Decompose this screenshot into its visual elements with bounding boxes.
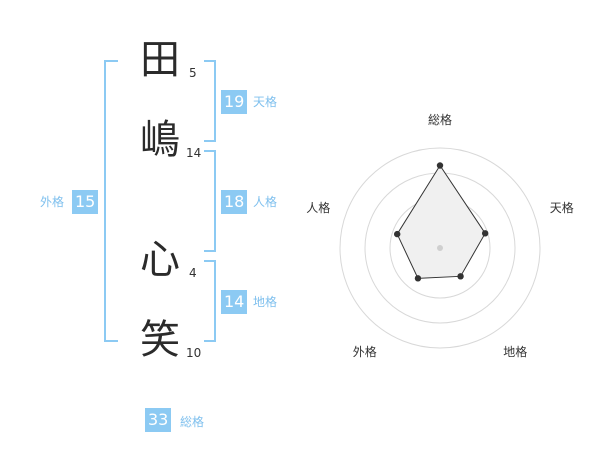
name-char-3: 心 — [140, 237, 180, 283]
radar-axis-label-soukaku: 総格 — [427, 113, 452, 127]
stroke-count-1: 5 — [189, 66, 197, 80]
tenkaku-label: 天格 — [253, 95, 278, 109]
stroke-count-3: 4 — [189, 266, 197, 280]
radar-axis-label-chikaku: 地格 — [503, 344, 528, 359]
chikaku-score: 14 — [221, 290, 248, 314]
jinkaku-score: 18 — [221, 190, 248, 214]
radar-polygon — [396, 164, 486, 279]
soukaku-score: 33 — [145, 408, 172, 432]
radar-axis-label-jinkaku: 人格 — [306, 201, 331, 216]
gaikaku-score: 15 — [72, 190, 99, 214]
radar-axis-label-tenkaku: 天格 — [549, 201, 574, 216]
jinkaku-bracket — [204, 150, 216, 252]
soukaku-label: 総格 — [180, 415, 205, 429]
stroke-count-4: 10 — [186, 346, 202, 360]
radar-point — [414, 275, 422, 282]
jinkaku-label: 人格 — [253, 195, 278, 209]
radar-point — [394, 230, 401, 238]
radar-center-dot — [437, 245, 443, 251]
radar-axis-label-gaikaku: 外格 — [352, 344, 377, 359]
radar-point — [436, 162, 444, 169]
tenkaku-bracket — [204, 60, 216, 142]
radar-ring — [339, 147, 541, 349]
radar-point — [481, 230, 489, 237]
stroke-count-2: 14 — [186, 146, 202, 160]
tenkaku-score: 19 — [221, 90, 248, 114]
chikaku-label: 地格 — [253, 295, 278, 309]
radar-point — [457, 273, 464, 280]
gaikaku-bracket — [104, 60, 118, 342]
name-char-1: 田 — [140, 37, 180, 83]
gaikaku-label: 外格 — [40, 195, 65, 209]
radar-points — [394, 162, 489, 282]
name-char-2: 嶋 — [140, 117, 180, 163]
name-char-4: 笑 — [140, 317, 180, 363]
chikaku-bracket — [204, 260, 216, 342]
